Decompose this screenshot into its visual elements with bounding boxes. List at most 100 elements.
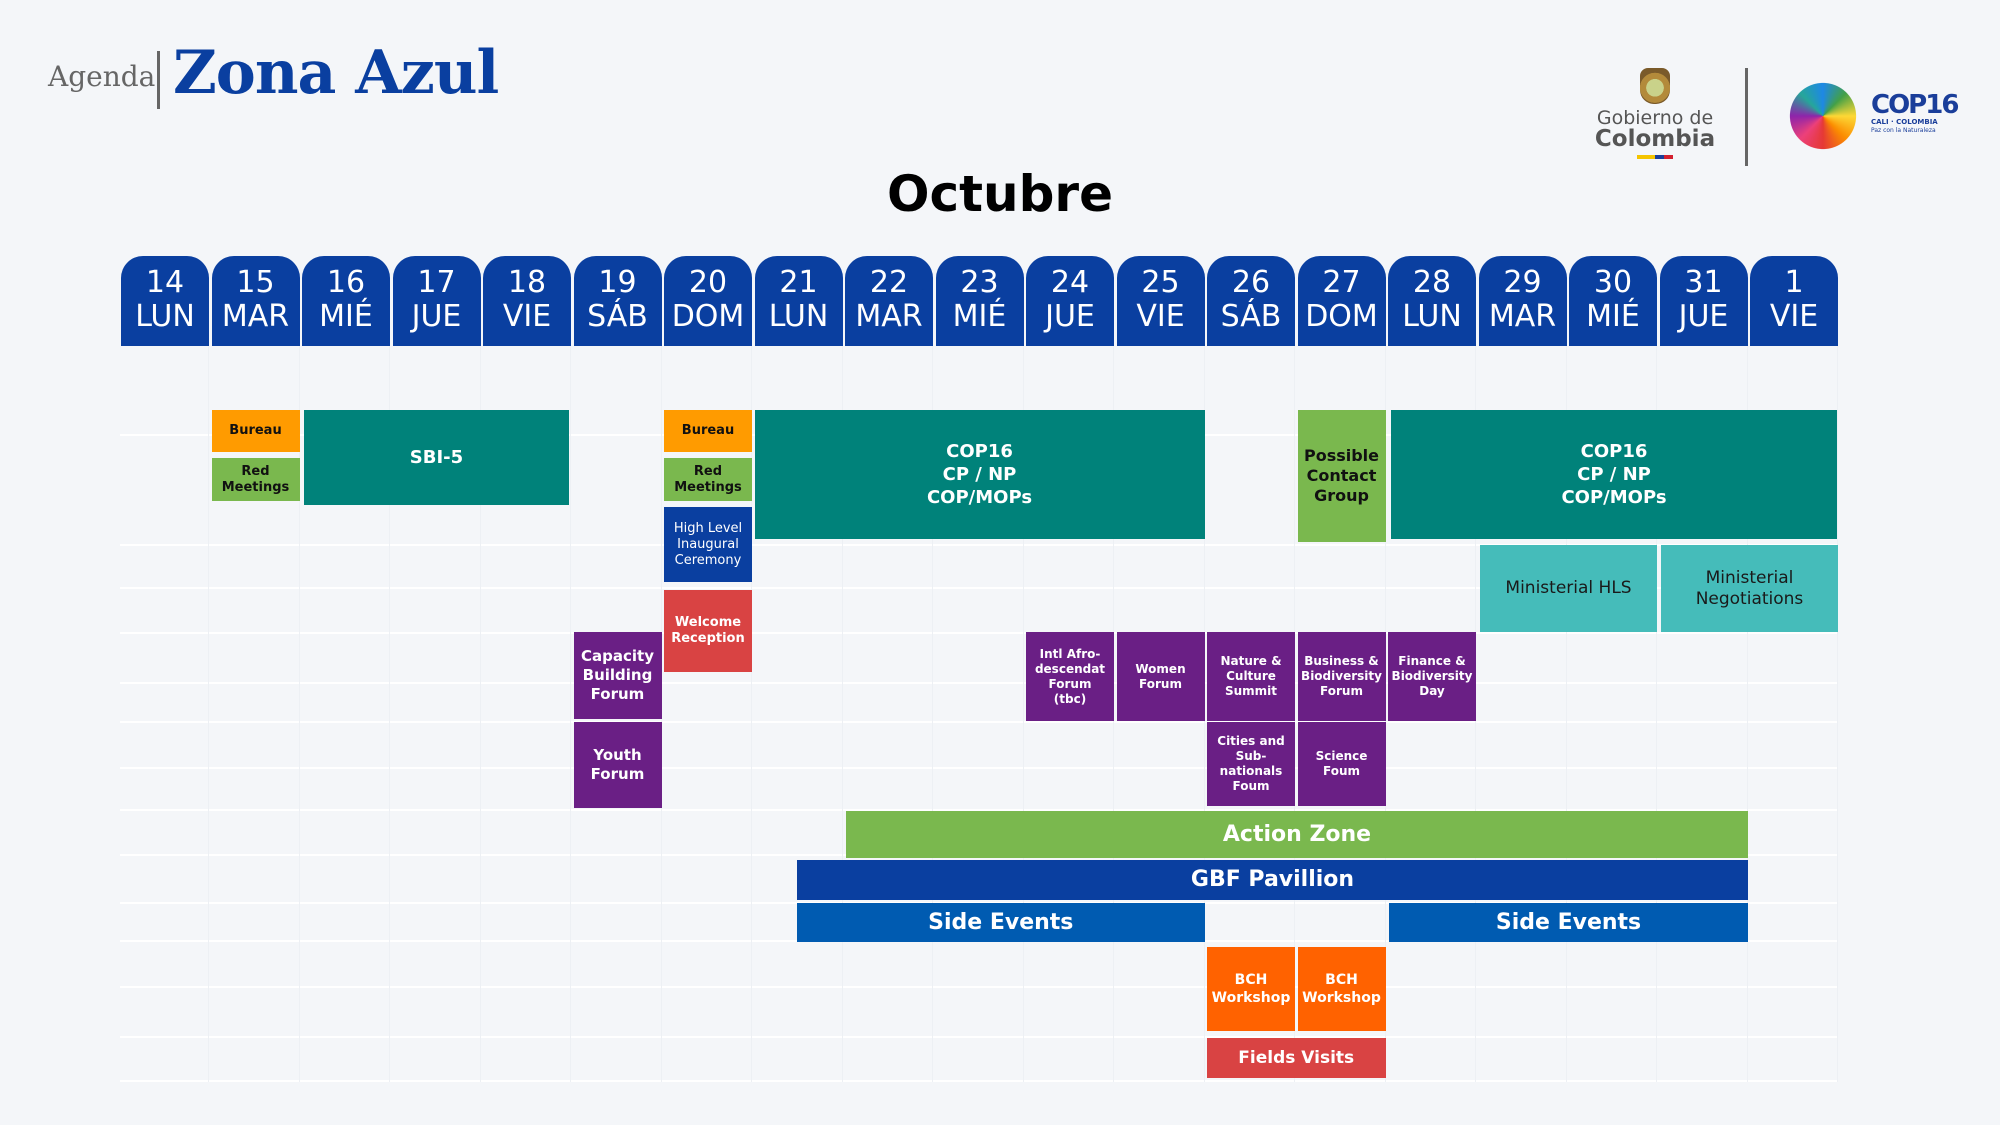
day-number: 15	[236, 265, 275, 300]
event-intl-afro-descendat-forum-tbc: Intl Afro- descendat Forum (tbc)	[1026, 632, 1114, 721]
day-of-week: VIE	[502, 299, 552, 334]
grid-column-divider	[298, 346, 300, 1082]
event-youth-forum: Youth Forum	[573, 722, 662, 808]
gobierno-de-colombia-logo: Gobierno de Colombia	[1590, 68, 1720, 168]
coat-of-arms-icon	[1640, 68, 1670, 104]
grid-line	[120, 767, 1838, 769]
day-of-week: MIÉ	[319, 299, 373, 334]
event-finance-biodiversity-day: Finance & Biodiversity Day	[1388, 632, 1476, 721]
day-number: 27	[1322, 265, 1361, 300]
event-gbf-pavillion: GBF Pavillion	[797, 860, 1748, 900]
grid-column-divider	[841, 346, 843, 1082]
day-number: 30	[1593, 265, 1633, 300]
day-number: 21	[779, 265, 818, 300]
day-of-week: VIE	[1136, 299, 1185, 334]
grid-column-divider	[1565, 346, 1567, 1082]
day-number: 1	[1784, 265, 1804, 300]
event-side-events: Side Events	[797, 903, 1205, 942]
grid-line	[120, 721, 1838, 723]
day-of-week: LUN	[768, 299, 829, 334]
page-title: Zona Azul	[173, 38, 499, 108]
day-of-week: LUN	[1402, 299, 1462, 334]
day-number: 17	[417, 265, 456, 300]
day-number: 18	[507, 265, 547, 300]
cop16-logo-subtitle: CALI · COLOMBIA	[1871, 118, 1938, 126]
event-ministerial-negotiations: Ministerial Negotiations	[1661, 545, 1838, 632]
agenda-label: Agenda	[48, 60, 156, 93]
day-of-week: DOM	[671, 299, 745, 334]
day-number: 14	[145, 265, 185, 300]
day-of-week: SÁB	[1220, 299, 1282, 334]
cop16-logo: COP16 CALI · COLOMBIA Paz con la Natural…	[1783, 76, 1959, 160]
event-bch-workshop: BCH Workshop	[1207, 947, 1295, 1031]
grid-column-divider	[1837, 346, 1838, 1082]
day-of-week: JUE	[1678, 299, 1729, 334]
grid-line	[120, 1080, 1838, 1082]
gov-logo-line1: Gobierno de	[1596, 107, 1714, 129]
event-side-events: Side Events	[1389, 903, 1748, 942]
day-of-week: MAR	[855, 299, 923, 334]
grid-column-divider	[570, 346, 571, 1082]
day-number: 31	[1684, 265, 1723, 300]
day-number: 25	[1141, 265, 1180, 300]
event-bureau: Bureau	[211, 410, 300, 452]
event-sbi-5: SBI-5	[304, 410, 569, 505]
logo-divider	[1745, 68, 1748, 166]
event-capacity-building-forum: Capacity Building Forum	[573, 632, 662, 719]
grid-line	[120, 986, 1838, 988]
grid-column-divider	[389, 346, 390, 1082]
day-of-week: VIE	[1769, 299, 1819, 334]
day-number: 28	[1412, 265, 1452, 300]
day-number: 23	[960, 265, 999, 300]
event-science-foum: Science Foum	[1297, 722, 1386, 806]
flower-logo-icon	[1783, 76, 1863, 156]
event-red-meetings: Red Meetings	[664, 458, 752, 501]
month-title: Octubre	[886, 165, 1113, 223]
day-number: 20	[688, 265, 728, 300]
grid-column-divider	[208, 346, 209, 1082]
event-bch-workshop: BCH Workshop	[1297, 947, 1386, 1031]
event-ministerial-hls: Ministerial HLS	[1480, 545, 1657, 632]
event-bureau: Bureau	[664, 410, 752, 452]
event-high-level-inaugural-ceremony: High Level Inaugural Ceremony	[664, 507, 752, 582]
grid-column-divider	[1022, 346, 1024, 1082]
day-number: 24	[1050, 265, 1090, 300]
grid-line	[120, 1036, 1838, 1038]
grid-line	[120, 632, 1838, 634]
event-women-forum: Women Forum	[1116, 632, 1205, 721]
title-divider	[157, 51, 160, 109]
cop16-logo-title: COP16	[1871, 90, 1959, 120]
grid-line	[120, 809, 1838, 811]
day-of-week: MIÉ	[952, 299, 1007, 334]
grid-column-divider	[479, 346, 481, 1082]
day-of-week: MIÉ	[1586, 299, 1640, 334]
day-of-week: LUN	[135, 299, 195, 334]
event-action-zone: Action Zone	[846, 811, 1748, 858]
grid-line	[120, 682, 1838, 684]
grid-column-divider	[751, 346, 752, 1082]
grid-line	[120, 587, 1838, 589]
day-of-week: DOM	[1305, 299, 1378, 334]
grid-column-divider	[1746, 346, 1748, 1082]
event-cop16-cp-np-cop-mops: COP16 CP / NP COP/MOPs	[754, 410, 1205, 539]
gov-logo-line2: Colombia	[1594, 126, 1716, 152]
day-number: 16	[326, 265, 366, 300]
